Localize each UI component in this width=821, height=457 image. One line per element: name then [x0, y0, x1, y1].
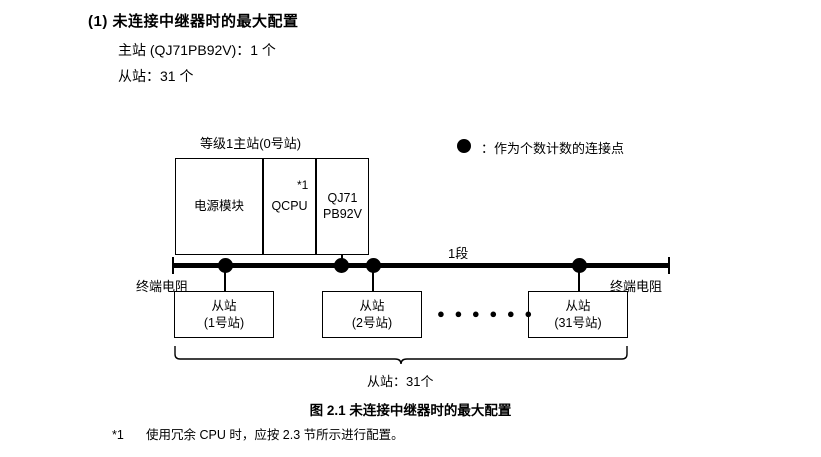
footnote-marker: *1	[297, 178, 309, 192]
terminator-left-cap	[172, 257, 174, 274]
slave-title: 从站	[359, 299, 385, 314]
slave-count-brace	[174, 346, 628, 364]
slave-station-number: (1号站)	[203, 315, 245, 330]
segment-label: 1段	[448, 246, 469, 261]
section-heading: (1) 未连接中继器时的最大配置	[88, 13, 299, 30]
footnote-body: 使用冗余 CPU 时，应按 2.3 节所示进行配置。	[146, 428, 404, 442]
qcpu-box: QCPU	[263, 158, 316, 255]
qj71pb92v-label: QJ71 PB92V	[323, 190, 362, 221]
connection-point-dot	[334, 258, 349, 273]
qj71pb92v-box: QJ71 PB92V	[316, 158, 369, 255]
slave-drop-line	[224, 265, 226, 291]
legend-label: ：作为个数计数的连接点	[481, 141, 625, 156]
slave-station-box-31: 从站 (31号站)	[528, 291, 628, 338]
slave-drop-line	[372, 265, 374, 291]
slave-title: 从站	[565, 299, 591, 314]
spec-line-slave: 从站：31 个	[118, 68, 194, 84]
slave-title: 从站	[211, 299, 237, 314]
spec-line-master: 主站 (QJ71PB92V)：1 个	[118, 42, 276, 58]
terminator-right-cap	[668, 257, 670, 274]
figure-caption: 图 2.1 未连接中继器时的最大配置	[309, 403, 512, 418]
slave-count-label: 从站：31个	[367, 374, 434, 389]
footnote-text: *1 使用冗余 CPU 时，应按 2.3 节所示进行配置。	[112, 424, 404, 443]
slave-drop-line	[578, 265, 580, 291]
master-station-label: 等级1主站(0号站)	[200, 136, 302, 151]
terminator-left-label: 终端电阻	[136, 279, 189, 294]
slave-station-number: (2号站)	[351, 315, 393, 330]
power-module-box: 电源模块	[175, 158, 263, 255]
continuation-ellipsis: ● ● ● ● ● ●	[437, 306, 536, 321]
terminator-right-label: 终端电阻	[610, 279, 663, 294]
bus-trunk-line	[172, 263, 670, 268]
slave-station-number: (31号站)	[554, 315, 602, 330]
filled-circle-icon	[457, 139, 471, 153]
footnote-mark: *1	[112, 428, 124, 442]
slave-station-box-1: 从站 (1号站)	[174, 291, 274, 338]
slave-station-box-2: 从站 (2号站)	[322, 291, 422, 338]
